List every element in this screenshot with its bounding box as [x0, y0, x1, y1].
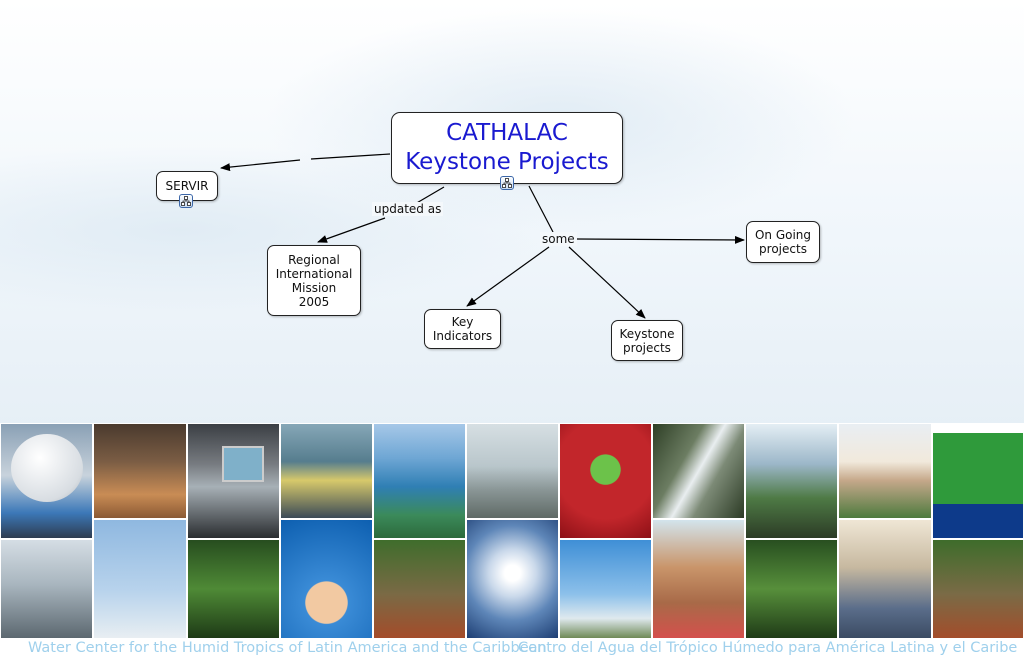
submap-icon[interactable]	[179, 194, 193, 208]
submap-icon[interactable]	[500, 176, 514, 190]
link-some-ongoing	[576, 235, 745, 244]
forest-researchers-photo	[187, 539, 280, 639]
link-main-servir-arrow	[220, 159, 301, 172]
group-field-visit-photo	[280, 423, 373, 519]
seedling-hands-photo	[280, 519, 373, 639]
concept-map-links	[220, 153, 745, 319]
weather-station-photo	[93, 519, 187, 639]
link-main-some	[528, 185, 554, 233]
river-aerial-photo	[373, 423, 466, 539]
footer-spanish: Centro del Agua del Trópico Húmedo para …	[518, 640, 1018, 656]
photo-collage	[0, 423, 1024, 639]
red-eyed-frog-photo	[559, 423, 652, 539]
computer-terminal-photo	[187, 423, 280, 539]
footer-tagline: Water Center for the Humid Tropics of La…	[0, 639, 1024, 658]
forest-researchers-photo-2	[745, 539, 838, 639]
concept-regional-international-mission[interactable]: Regional International Mission 2005	[267, 245, 361, 316]
link-label-some: some	[540, 232, 577, 246]
concept-cathalac-keystone-projects[interactable]: CATHALAC Keystone Projects	[391, 112, 623, 184]
fisherman-boat-photo	[466, 423, 559, 519]
map-review-photo	[838, 519, 932, 639]
hurricane-satellite-photo	[466, 519, 559, 639]
concept-key-indicators[interactable]: Key Indicators	[424, 309, 501, 349]
computer-lab-photo	[0, 539, 93, 639]
field-work-photo-2	[932, 539, 1024, 639]
link-some-keyindicators	[466, 246, 550, 307]
satellite-dish-photo	[559, 539, 652, 639]
map-background	[0, 0, 1024, 430]
office-meeting-photo	[93, 423, 187, 519]
footer-english: Water Center for the Humid Tropics of La…	[28, 640, 547, 656]
concept-ongoing-projects[interactable]: On Going projects	[746, 221, 820, 263]
link-main-updated	[414, 186, 445, 205]
link-main-servir	[310, 153, 391, 160]
link-some-keystone	[568, 246, 646, 319]
concept-servir[interactable]: SERVIR	[156, 171, 218, 201]
link-label-updated-as: updated as	[372, 202, 444, 216]
concept-keystone-projects[interactable]: Keystone projects	[611, 320, 683, 361]
radar-dome-photo	[0, 423, 93, 539]
map-document-photo	[932, 423, 1024, 539]
building-photo	[838, 423, 932, 519]
field-work-photo	[373, 539, 466, 639]
link-updated-regional	[317, 217, 386, 243]
children-photo	[652, 519, 745, 639]
telescope-observer-photo	[745, 423, 838, 539]
waterfall-photo	[652, 423, 745, 519]
